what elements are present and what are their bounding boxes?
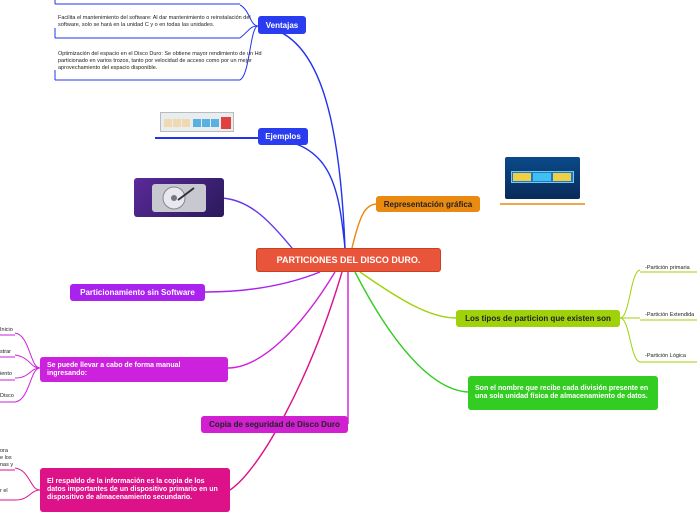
topic-manual[interactable]: Se puede llevar a cabo de forma manual i… (40, 357, 228, 382)
topic-tipos[interactable]: Los tipos de particion que existen son (456, 310, 620, 327)
manual-item-4: Disco (0, 393, 14, 399)
topic-representacion-label: Representación gráfica (383, 199, 473, 209)
topic-respaldo[interactable]: El respaldo de la información es la copi… (40, 468, 230, 512)
topic-ventajas-label: Ventajas (265, 20, 299, 30)
link-nombre (354, 271, 469, 393)
manual-item-1: Inicio (0, 327, 13, 333)
manual-item-3: iento (0, 371, 12, 377)
link-manual (227, 271, 336, 369)
partition-diagram-image (505, 157, 580, 199)
central-topic-label: PARTICIONES DEL DISCO DURO. (276, 254, 421, 265)
topic-representacion[interactable]: Representación gráfica (376, 196, 480, 212)
topic-manual-label: Se puede llevar a cabo de forma manual i… (47, 361, 181, 377)
topic-tipos-label: Los tipos de particion que existen son (465, 314, 611, 323)
topic-software-label: Particionamiento sin Software (80, 288, 195, 297)
topic-respaldo-label: El respaldo de la información es la copi… (47, 478, 218, 501)
topic-copia-label: Copia de seguridad de Disco Duro (209, 420, 340, 429)
tipo-primaria: -Partición primaria (645, 265, 690, 271)
link-disk-image (221, 197, 301, 259)
respaldo-item-2: e los (0, 455, 12, 461)
topic-software[interactable]: Particionamiento sin Software (70, 284, 205, 301)
respaldo-item-1: ora (0, 448, 8, 454)
topic-copia[interactable]: Copia de seguridad de Disco Duro (201, 416, 348, 433)
tipo-extendida: -Partición Extendida (645, 312, 695, 318)
topic-ventajas[interactable]: Ventajas (258, 16, 306, 34)
respaldo-item-4: r el (0, 488, 8, 494)
link-ventajas-notes (239, 4, 259, 27)
topic-ejemplos-label: Ejemplos (265, 132, 301, 141)
link-ejemplos (257, 136, 346, 249)
hard-disk-icon (152, 184, 206, 212)
respaldo-item-3: nas y (0, 462, 14, 468)
link-respaldo (229, 271, 343, 491)
topic-ejemplos[interactable]: Ejemplos (258, 128, 308, 145)
ventajas-note-optimization: Optimización del espacio en el Disco Dur… (58, 51, 262, 71)
link-ventajas-notes-3 (239, 25, 259, 81)
link-representacion (351, 203, 377, 249)
link-tipos (359, 271, 457, 319)
hard-disk-image (134, 178, 224, 217)
ventajas-note-maintenance: Facilita el mantenimiento del software: … (58, 15, 251, 28)
manual-item-2: strar (0, 349, 11, 355)
link-ventajas-notes-2 (239, 25, 259, 39)
partition-example-image (160, 112, 234, 132)
central-topic[interactable]: PARTICIONES DEL DISCO DURO. (256, 248, 441, 272)
topic-nombre-label: Son el nombre que recibe cada división p… (475, 385, 649, 400)
tipo-logica: -Partición Lógica (645, 353, 686, 359)
link-software (204, 271, 321, 293)
topic-nombre[interactable]: Son el nombre que recibe cada división p… (468, 376, 658, 410)
